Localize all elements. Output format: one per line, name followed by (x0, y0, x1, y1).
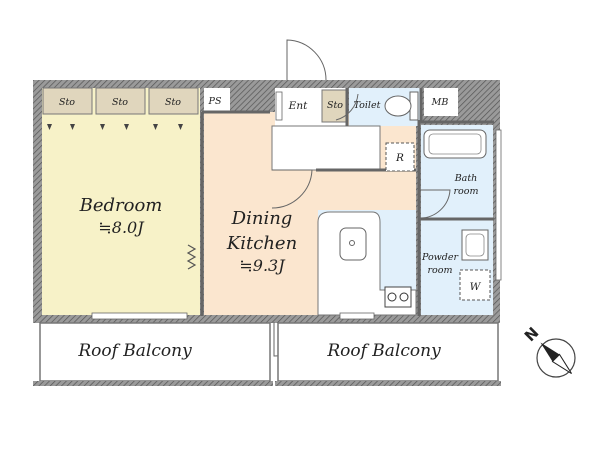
accordion-door (186, 244, 197, 270)
storage-label-3: Sto (165, 97, 181, 108)
powder-label-2: room (428, 265, 453, 276)
storage-3 (148, 87, 199, 115)
storage-2 (95, 87, 146, 115)
bath-label-2: room (454, 186, 479, 197)
bedroom-label: Bedroom (79, 195, 163, 216)
stove (384, 286, 412, 308)
washer-label: W (470, 281, 482, 293)
bathtub-inner (428, 133, 482, 155)
compass-north-label: N (521, 324, 543, 346)
powder-label: Powder (421, 252, 460, 263)
toilet-label: Toilet (354, 100, 381, 111)
mb-closet (424, 88, 458, 116)
balcony-left (39, 322, 271, 382)
balcony-rail-right (275, 381, 501, 386)
stove-burners (387, 292, 409, 302)
sink (339, 227, 367, 261)
storage-label-1: Sto (59, 97, 75, 108)
balcony-right (277, 322, 499, 382)
compass-needle-south (551, 353, 572, 374)
compass-needle-north (540, 342, 560, 362)
sink-drain (349, 240, 355, 246)
shoe-closet (275, 91, 283, 121)
balcony-label-left: Roof Balcony (77, 341, 192, 361)
storage-1 (42, 87, 93, 115)
entrance-hall (271, 125, 381, 171)
washbasin-bowl (465, 233, 485, 257)
room-labels: Sto Sto Sto Sto PS Ent Toilet MB R Bedro… (59, 96, 482, 361)
balcony-rail-left (33, 381, 273, 386)
bedroom-size: ≒8.0J (98, 218, 145, 237)
kitchen-label: Kitchen (226, 233, 297, 254)
dining-size: ≒9.3J (239, 256, 286, 275)
storage-label-4: Sto (327, 100, 343, 111)
windows (91, 129, 502, 320)
storage-label-2: Sto (112, 97, 128, 108)
washer-space (459, 269, 491, 301)
bedroom-floor (42, 88, 200, 315)
mb-label: MB (431, 97, 449, 108)
balcony-label-right: Roof Balcony (326, 341, 441, 361)
refrigerator-space (385, 142, 415, 172)
compass: N (521, 324, 576, 378)
refrigerator-label: R (395, 152, 404, 164)
ps-label: PS (208, 96, 222, 107)
entrance-label: Ent (288, 100, 308, 112)
bath-label: Bath (454, 173, 478, 184)
bathtub (423, 129, 487, 159)
ps-shaft (204, 88, 230, 112)
storage-4 (321, 89, 347, 123)
dining-label: Dining (231, 208, 293, 229)
wardrobe-door-marks (47, 124, 183, 130)
toilet-fixture (384, 91, 419, 121)
